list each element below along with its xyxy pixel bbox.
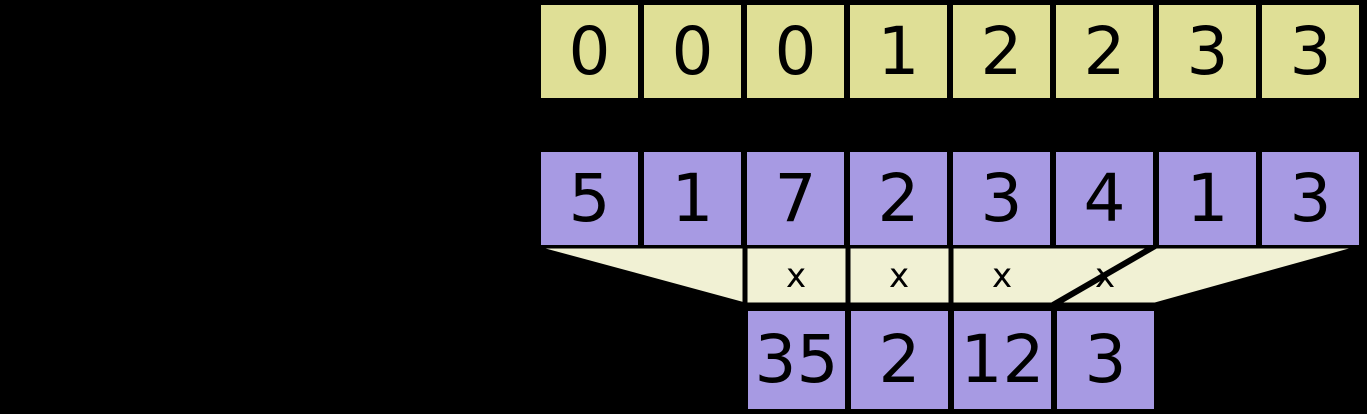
output-cell: 2 <box>848 308 951 412</box>
value-cell: 7 <box>744 149 847 248</box>
output-cell: 3 <box>1054 308 1157 412</box>
value-cell: 3 <box>1259 149 1362 248</box>
segment-id-cell: 3 <box>1156 2 1259 101</box>
segment-id-cell: 0 <box>641 2 744 101</box>
segment-id-cell: 0 <box>538 2 641 101</box>
multiply-operator-icon: x <box>1095 256 1115 296</box>
connector-band: x x x x <box>538 246 1360 308</box>
segment-id-row: 0 0 0 1 2 2 3 3 <box>538 2 1362 101</box>
output-row: 35 2 12 3 <box>745 308 1157 412</box>
value-cell: 1 <box>1156 149 1259 248</box>
multiply-operator-icon: x <box>786 256 806 296</box>
multiply-operator-icon: x <box>992 256 1012 296</box>
value-cell: 2 <box>847 149 950 248</box>
multiply-operator-icon: x <box>889 256 909 296</box>
connector-diagonal <box>1051 246 1157 308</box>
segment-id-cell: 2 <box>1053 2 1156 101</box>
segment-id-cell: 1 <box>847 2 950 101</box>
value-cell: 5 <box>538 149 641 248</box>
value-cell: 1 <box>641 149 744 248</box>
value-row: 5 1 7 2 3 4 1 3 <box>538 149 1362 248</box>
output-cell: 12 <box>951 308 1054 412</box>
output-cell: 35 <box>745 308 848 412</box>
segment-id-cell: 0 <box>744 2 847 101</box>
value-cell: 4 <box>1053 149 1156 248</box>
segment-id-cell: 2 <box>950 2 1053 101</box>
value-cell: 3 <box>950 149 1053 248</box>
segment-id-cell: 3 <box>1259 2 1362 101</box>
